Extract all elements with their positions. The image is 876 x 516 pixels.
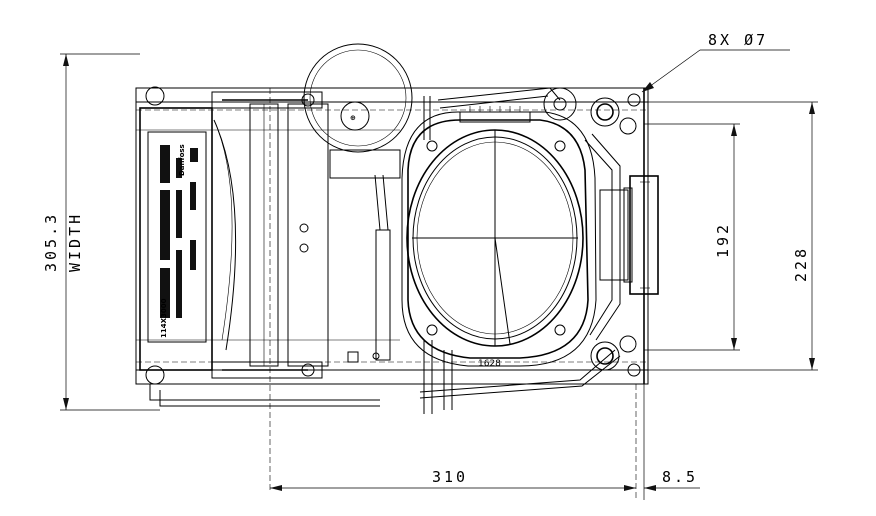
dim-right-inner: 192: [644, 123, 740, 351]
motor-unit: ⊕: [303, 43, 413, 363]
dim-bottom: 310 8.5: [270, 384, 700, 500]
grommet-top-left: [590, 93, 641, 135]
rails: [145, 86, 380, 407]
compressor-body: 1628: [401, 106, 597, 369]
width-label: WIDTH: [66, 212, 84, 272]
bottom-short-value: 8.5: [662, 468, 698, 486]
mounting-grommets: [590, 88, 645, 384]
center-code: 1628: [478, 359, 501, 369]
piping: [419, 87, 621, 414]
dim-right-outer: 228: [644, 101, 818, 371]
hole-callout: 8X Ø7: [641, 31, 790, 93]
label-plate: 114X3000 Danfoss: [139, 107, 237, 371]
label-brand: Danfoss: [178, 144, 186, 176]
bottom-long-value: 310: [432, 468, 468, 486]
right-outer-value: 228: [792, 246, 810, 282]
grommet-bottom-left: [590, 335, 641, 377]
vertical-posts: [249, 88, 329, 490]
dim-width: 305.3 WIDTH: [42, 53, 160, 411]
width-value: 305.3: [42, 212, 60, 272]
svg-text:⊕: ⊕: [350, 114, 356, 122]
hole-callout-text: 8X Ø7: [708, 31, 768, 49]
right-connector: [599, 175, 659, 295]
right-inner-value: 192: [714, 222, 732, 258]
label-code: 114X3000: [160, 298, 168, 338]
